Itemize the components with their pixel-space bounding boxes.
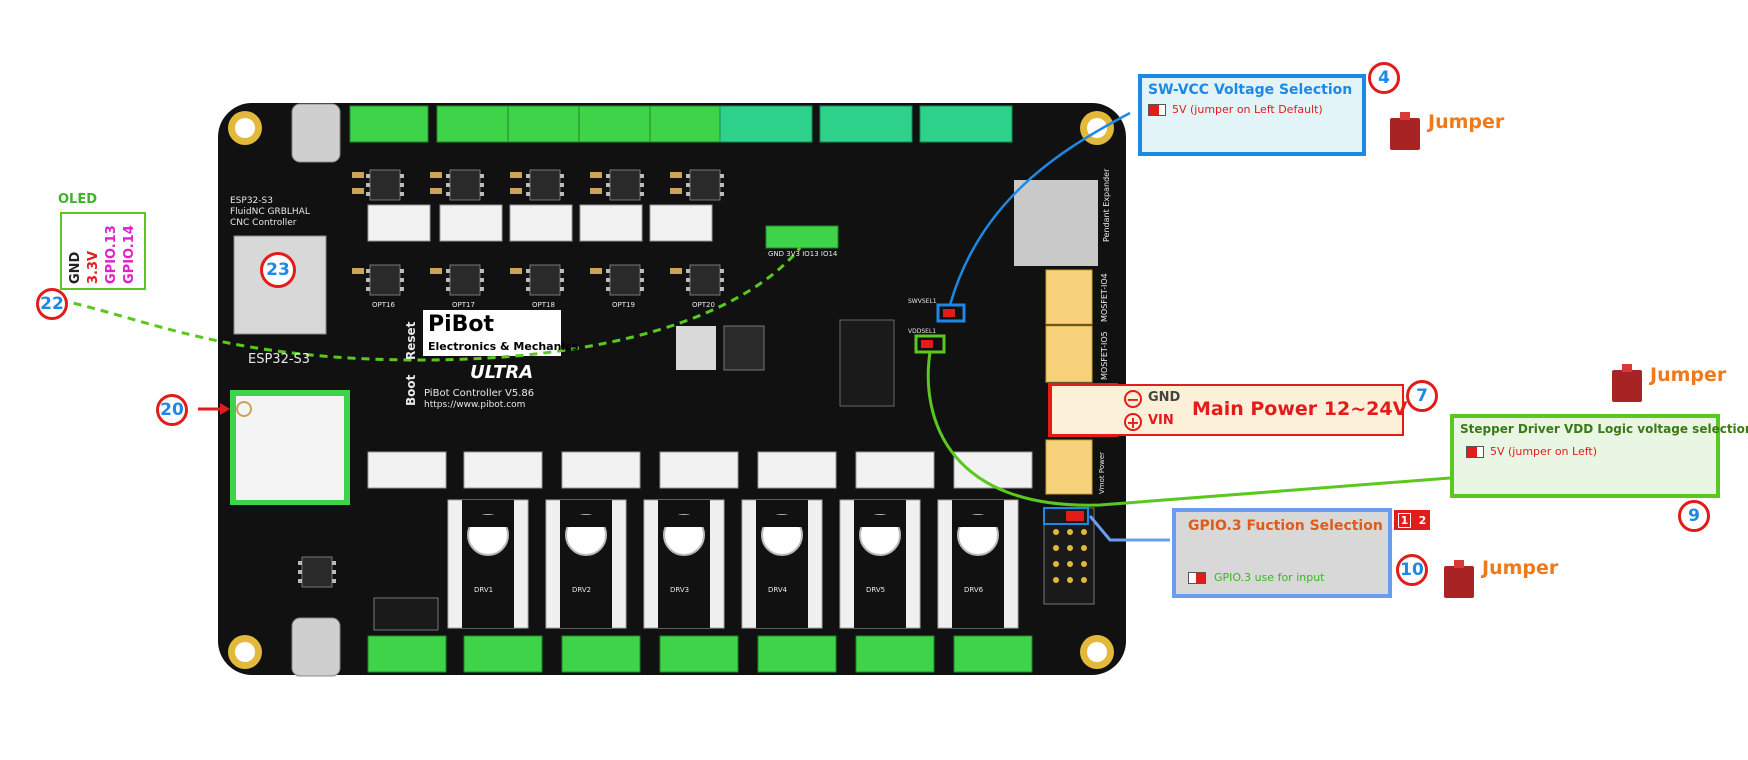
drv-label: DRV1 — [474, 586, 494, 594]
drv-label: DRV6 — [964, 586, 984, 594]
callout-10: 10 — [1396, 554, 1428, 586]
drv-label: DRV4 — [768, 586, 788, 594]
stepper-vdd-title: Stepper Driver VDD Logic voltage selecti… — [1460, 422, 1748, 436]
oled-pin-gnd: GND — [68, 251, 83, 284]
top-green-connectors — [349, 105, 1013, 143]
gpio3-jumper-highlight — [1043, 507, 1089, 525]
jumper-icon — [1390, 112, 1420, 150]
sw-vcc-panel: SW-VCC Voltage Selection 5V (jumper on L… — [1138, 74, 1366, 156]
jumper-label: Jumper — [1428, 111, 1505, 133]
boot-label: Boot — [404, 374, 418, 406]
line-gpio3 — [1088, 515, 1170, 542]
line-sw-vcc — [948, 111, 1131, 306]
board-version: PiBot Controller V5.86 — [424, 388, 535, 399]
sw-vcc-option: 5V (jumper on Left Default) — [1172, 103, 1323, 116]
stepper-vdd-option: 5V (jumper on Left) — [1490, 445, 1598, 458]
opt-label: OPT16 — [372, 301, 395, 309]
board-url: https://www.pibot.com — [424, 400, 526, 410]
sw-vcc-jumper-indicator — [1148, 104, 1166, 116]
main-power-panel: − GND + VIN Main Power 12~24V — [1050, 384, 1408, 436]
jumper-label: Jumper — [1650, 364, 1727, 386]
main-power-title: Main Power 12~24V — [1192, 398, 1408, 420]
smd-parts — [352, 172, 682, 274]
callout-4: 4 — [1368, 62, 1400, 94]
callout-23: 23 — [260, 252, 296, 288]
gpio-header — [1043, 507, 1095, 605]
opt-label: OPT18 — [532, 301, 555, 309]
callout-22: 22 — [36, 288, 68, 320]
gpio3-title: GPIO.3 Fuction Selection — [1188, 518, 1383, 534]
pendant-label: Pendant Expander — [1102, 168, 1111, 242]
oled-pin-gpio14: GPIO.14 — [122, 225, 137, 284]
vdd-label: VDDSEL1 — [908, 328, 937, 335]
mosfet-connectors — [1045, 269, 1093, 495]
usb-top — [291, 103, 341, 163]
callout-7: 7 — [1406, 380, 1438, 412]
board-left-text-3: CNC Controller — [230, 218, 297, 228]
mosfet-label-2: MOSFET-IO5 — [1100, 331, 1109, 380]
drv-label: DRV5 — [866, 586, 886, 594]
gpio3-option: GPIO.3 use for input — [1214, 571, 1325, 584]
callout-9: 9 — [1678, 500, 1710, 532]
oled-title: OLED — [58, 192, 98, 207]
sw-label: SWVSEL1 — [908, 298, 937, 305]
oled-pin-panel: GND 3.3V GPIO.13 GPIO.14 — [60, 212, 146, 290]
reset-label: Reset — [404, 321, 418, 360]
jumper-icon — [1444, 560, 1474, 598]
header-label: GND 3V3 IO13 IO14 — [768, 250, 838, 258]
vin-label: VIN — [1148, 413, 1174, 428]
module-label: ESP32-S3 — [248, 352, 311, 367]
opt-label: OPT20 — [692, 301, 715, 309]
pin-2-label: 2 — [1418, 513, 1427, 527]
board-model: ULTRA — [470, 362, 534, 383]
pin-header-small — [373, 597, 439, 631]
board-title: PiBot — [428, 312, 495, 337]
gpio3-panel: GPIO.3 Fuction Selection GPIO.3 use for … — [1172, 508, 1392, 598]
pendant-block — [1014, 180, 1098, 266]
inductor — [676, 326, 716, 370]
stepper-vdd-jumper-indicator — [1466, 446, 1484, 458]
jumper-icon — [1612, 364, 1642, 402]
line-stepper-vdd — [926, 351, 1451, 507]
minus-icon: − — [1124, 390, 1142, 409]
power-in-label: Vmot Power — [1098, 451, 1106, 494]
bottom-green-connectors — [367, 635, 1033, 673]
opt-label: OPT17 — [452, 301, 475, 309]
board-left-text-1: ESP32-S3 — [230, 196, 273, 206]
line-oled — [59, 247, 802, 362]
jumper-label: Jumper — [1482, 557, 1559, 579]
mosfet-label-1: MOSFET-IO4 — [1100, 273, 1109, 322]
white-connectors-mid — [367, 451, 1033, 489]
gpio3-pin-badge: 1 2 — [1394, 510, 1430, 530]
oled-pin-gpio13: GPIO.13 — [104, 225, 119, 284]
pibot-logo-block — [423, 310, 561, 356]
usb-bottom — [291, 617, 341, 677]
drv-label: DRV2 — [572, 586, 592, 594]
opt-label: OPT19 — [612, 301, 635, 309]
drv-label: DRV3 — [670, 586, 690, 594]
oled-header — [765, 225, 839, 249]
gnd-label: GND — [1148, 390, 1181, 405]
callout-20: 20 — [156, 394, 188, 426]
stepper-vdd-panel: Stepper Driver VDD Logic voltage selecti… — [1450, 414, 1748, 498]
sw-vcc-title: SW-VCC Voltage Selection — [1148, 82, 1353, 98]
pin-1-label: 1 — [1397, 512, 1412, 528]
oled-pin-3v3: 3.3V — [86, 250, 101, 284]
white-connectors-top — [367, 204, 713, 242]
gpio3-jumper-indicator — [1188, 572, 1206, 584]
arrow-20-head — [220, 403, 230, 415]
plus-icon: + — [1124, 413, 1142, 432]
board-subtitle: Electronics & Mechanics — [428, 340, 579, 353]
board-left-text-2: FluidNC GRBLHAL — [230, 207, 310, 217]
